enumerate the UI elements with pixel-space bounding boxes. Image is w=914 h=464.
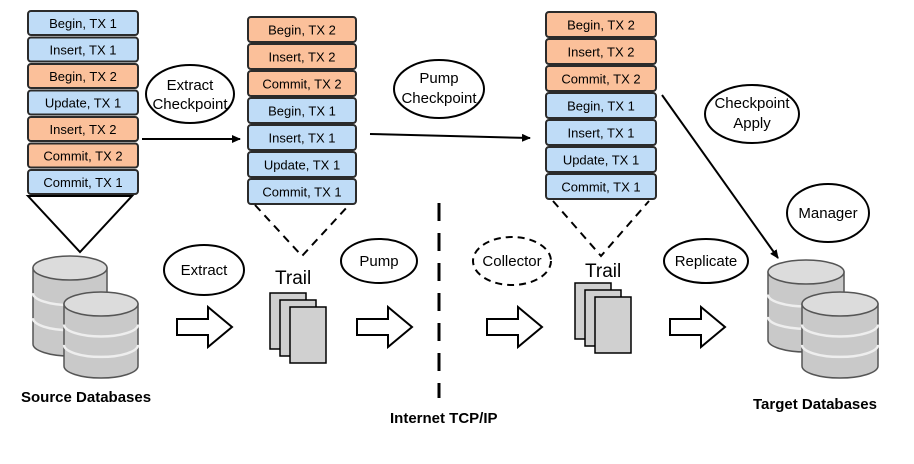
svg-text:Checkpoint: Checkpoint (152, 96, 228, 113)
trail2-files-icon (574, 282, 632, 354)
transaction-box: Commit, TX 2 (545, 65, 657, 92)
target-databases-label: Target Databases (753, 396, 877, 413)
block-arrow-replicate (669, 304, 727, 350)
transaction-label: Update, TX 1 (264, 158, 340, 173)
transaction-label: Begin, TX 1 (567, 99, 635, 114)
block-arrow-extract (176, 304, 234, 350)
internet-label: Internet TCP/IP (390, 410, 498, 427)
apply-arrow-line (661, 94, 779, 259)
transaction-box: Insert, TX 2 (545, 38, 657, 65)
transaction-label: Update, TX 1 (563, 153, 639, 168)
transaction-box: Insert, TX 1 (247, 124, 357, 151)
transaction-box: Commit, TX 2 (247, 70, 357, 97)
transaction-box: Update, TX 1 (27, 89, 139, 116)
block-arrow-pump (356, 304, 414, 350)
transaction-label: Insert, TX 1 (269, 131, 336, 146)
transaction-label: Commit, TX 2 (262, 77, 341, 92)
trail2-dashed-funnel (552, 200, 650, 258)
transaction-box: Commit, TX 1 (545, 173, 657, 200)
block-arrow-collector (486, 304, 544, 350)
trail2-transaction-stack: Begin, TX 2 Insert, TX 2 Commit, TX 2 Begin… (545, 11, 657, 200)
source-transaction-stack: Begin, TX 1 Insert, TX 1 Begin, TX 2 Update… (27, 10, 139, 195)
transaction-box: Update, TX 1 (247, 151, 357, 178)
transaction-box: Begin, TX 1 (545, 92, 657, 119)
transaction-label: Begin, TX 1 (49, 16, 117, 31)
transaction-box: Begin, TX 1 (247, 97, 357, 124)
extract-checkpoint-ellipse: Extract Checkpoint (145, 64, 235, 124)
transaction-box: Insert, TX 1 (27, 36, 139, 63)
svg-text:Collector: Collector (482, 253, 541, 270)
transaction-label: Commit, TX 2 (561, 72, 640, 87)
transaction-box: Update, TX 1 (545, 146, 657, 173)
cylinder (800, 291, 880, 379)
source-funnel (25, 195, 135, 254)
pump-arrow-line (369, 133, 531, 142)
trail2-label: Trail (585, 261, 621, 282)
transaction-label: Begin, TX 2 (268, 23, 336, 38)
trail1-files-icon (269, 292, 327, 364)
transaction-label: Update, TX 1 (45, 96, 121, 111)
collector-ellipse: Collector (472, 236, 552, 286)
trail1-dashed-funnel (254, 204, 350, 258)
trail1-label: Trail (275, 268, 311, 289)
svg-text:Manager: Manager (798, 205, 857, 222)
cylinder (62, 291, 140, 379)
transaction-label: Insert, TX 2 (568, 45, 635, 60)
extract-ellipse: Extract (163, 244, 245, 296)
checkpoint-apply-ellipse: Checkpoint Apply (704, 84, 800, 144)
transaction-label: Begin, TX 2 (49, 69, 117, 84)
transaction-box: Commit, TX 1 (27, 169, 139, 195)
trail1-transaction-stack: Begin, TX 2 Insert, TX 2 Commit, TX 2 Begin… (247, 16, 357, 205)
transaction-label: Insert, TX 1 (568, 126, 635, 141)
transaction-label: Insert, TX 1 (50, 43, 117, 58)
svg-text:Extract: Extract (167, 77, 215, 94)
pump-checkpoint-ellipse: Pump Checkpoint (393, 59, 485, 119)
transaction-box: Insert, TX 1 (545, 119, 657, 146)
transaction-box: Begin, TX 2 (247, 16, 357, 43)
svg-text:Apply: Apply (733, 115, 771, 132)
transaction-label: Commit, TX 1 (43, 175, 122, 190)
source-database-icon (31, 255, 140, 379)
svg-text:Replicate: Replicate (675, 253, 738, 270)
transaction-box: Begin, TX 2 (27, 63, 139, 89)
transaction-box: Insert, TX 2 (247, 43, 357, 70)
source-databases-label: Source Databases (21, 389, 151, 406)
replicate-ellipse: Replicate (663, 238, 749, 284)
svg-text:Checkpoint: Checkpoint (714, 95, 790, 112)
transaction-label: Begin, TX 2 (567, 18, 635, 33)
transaction-label: Commit, TX 1 (561, 180, 640, 195)
transaction-box: Commit, TX 1 (247, 178, 357, 205)
transaction-label: Commit, TX 1 (262, 185, 341, 200)
svg-text:Pump: Pump (419, 70, 458, 87)
svg-text:Checkpoint: Checkpoint (401, 90, 477, 107)
transaction-label: Begin, TX 1 (268, 104, 336, 119)
target-database-icon (766, 259, 880, 379)
transaction-label: Insert, TX 2 (269, 50, 336, 65)
transaction-box: Commit, TX 2 (27, 142, 139, 169)
transaction-label: Commit, TX 2 (43, 149, 122, 164)
transaction-label: Insert, TX 2 (50, 122, 117, 137)
svg-text:Pump: Pump (359, 253, 398, 270)
transaction-box: Begin, TX 2 (545, 11, 657, 38)
pump-ellipse: Pump (340, 238, 418, 284)
manager-ellipse: Manager (786, 183, 870, 243)
transaction-box: Begin, TX 1 (27, 10, 139, 36)
svg-text:Extract: Extract (181, 262, 229, 279)
transaction-box: Insert, TX 2 (27, 116, 139, 142)
